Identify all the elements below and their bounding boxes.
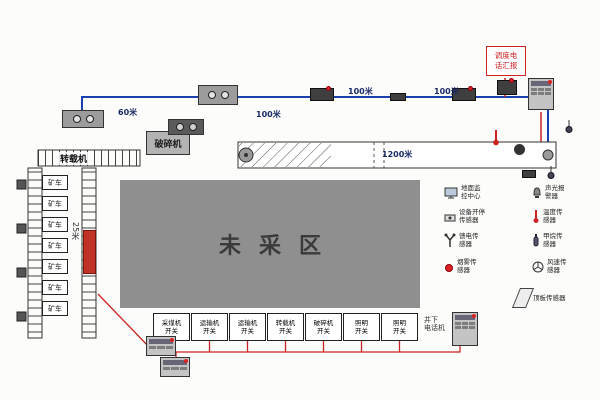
- legend-temperature: 温度传 感器: [532, 208, 563, 228]
- pulley-icon: [72, 115, 81, 123]
- fan-icon: [532, 258, 544, 277]
- hanging-sensor-icon: [546, 166, 556, 186]
- switch-box-transfer: 转载机 开关: [267, 313, 304, 341]
- power-control-panel: [146, 336, 176, 356]
- power-indicator-icon: [170, 338, 174, 342]
- panel-keypad: [455, 322, 475, 329]
- panel-screen: [163, 360, 187, 365]
- power-indicator-icon: [548, 80, 552, 84]
- legend-methane: 甲烷传 感器: [532, 232, 563, 251]
- legend-label: 馈电传 感器: [459, 232, 479, 249]
- pulley-icon: [85, 115, 94, 123]
- thermometer-icon: [532, 208, 540, 228]
- monitoring-substation-panel: [528, 78, 554, 110]
- power-indicator-icon: [472, 314, 476, 318]
- belt-length-label: 1200米: [382, 150, 413, 159]
- monitoring-substation-panel: [452, 312, 478, 346]
- switch-box-lighting-1: 照明 开关: [343, 313, 380, 341]
- power-control-panel: [160, 357, 190, 377]
- mine-car-box: 矿车: [42, 259, 68, 274]
- alarm-bell-icon: [532, 184, 542, 203]
- switch-box-lighting-2: 照明 开关: [381, 313, 418, 341]
- legend-label: 地面监 控中心: [461, 184, 481, 201]
- switch-box-crusher: 破碎机 开关: [305, 313, 342, 341]
- winch-section: [83, 230, 96, 274]
- legend-label: 设备开停 传感器: [459, 208, 485, 225]
- legend-label: 顶板传感器: [533, 294, 566, 302]
- parallelogram-icon: [511, 288, 535, 308]
- legend-alarm: 声光报 警器: [532, 184, 565, 203]
- line-repeater-device: [452, 86, 476, 101]
- panel-screen: [149, 339, 173, 344]
- cable-coupler-device: [390, 93, 406, 101]
- unmined-area: 未采区: [120, 180, 420, 308]
- unmined-area-label: 未采区: [218, 234, 339, 259]
- wind-sensor-icon: [514, 144, 525, 155]
- power-indicator-icon: [326, 86, 331, 91]
- distance-label: 100米: [434, 87, 459, 96]
- transfer-drive-unit: [62, 110, 104, 128]
- pulley-icon: [220, 91, 229, 99]
- methane-bottle-icon: [532, 232, 540, 251]
- mine-car-box: 矿车: [42, 217, 68, 232]
- legend-label: 声光报 警器: [545, 184, 565, 201]
- panel-keypad: [163, 367, 187, 370]
- panel-screen: [455, 315, 475, 320]
- switch-box-conveyor-1: 运输机 开关: [191, 313, 228, 341]
- legend-onoff-sensor: 设备开停 传感器: [444, 208, 485, 227]
- power-indicator-icon: [468, 86, 473, 91]
- crusher-box: 破碎机: [146, 131, 190, 155]
- distance-label: 100米: [256, 110, 281, 119]
- crusher-drive-unit: [168, 119, 204, 135]
- device-onoff-icon: [444, 208, 456, 227]
- distance-label: 100米: [348, 87, 373, 96]
- telephone-device: [497, 78, 517, 95]
- panel-screen: [531, 81, 551, 86]
- mine-car-box: 矿车: [42, 280, 68, 295]
- legend-wind: 风速传 感器: [532, 258, 567, 277]
- legend-feed-sensor: 馈电传 感器: [444, 232, 479, 251]
- legend-smoke: 烟雾传 感器: [444, 258, 477, 277]
- incline-length-label: 25米: [71, 222, 80, 241]
- y-sensor-icon: [444, 232, 456, 251]
- legend-label: 温度传 感器: [543, 208, 563, 225]
- smoke-sensor-icon: [444, 258, 454, 277]
- legend-label: 烟雾传 感器: [457, 258, 477, 275]
- legend-label: 甲烷传 感器: [543, 232, 563, 249]
- pulley-icon: [175, 123, 184, 131]
- mine-car-box: 矿车: [42, 238, 68, 253]
- thermometer-icon: [492, 128, 500, 150]
- mine-car-box: 矿车: [42, 175, 68, 190]
- distance-label: 60米: [118, 108, 138, 117]
- panel-keypad: [149, 346, 173, 349]
- underground-phone-label: 井下 电话机: [424, 316, 445, 333]
- trackside-device: [522, 170, 536, 178]
- transfer-conveyor-label: 转载机: [58, 152, 90, 165]
- power-indicator-icon: [184, 359, 188, 363]
- dispatch-phone-note: 调度电 话汇报: [486, 46, 526, 76]
- pulley-icon: [207, 91, 216, 99]
- hanging-sensor-icon: [564, 120, 574, 140]
- pulley-icon: [188, 123, 197, 131]
- switch-box-conveyor-2: 运输机 开关: [229, 313, 266, 341]
- panel-keypad: [531, 88, 551, 95]
- monitor-icon: [444, 184, 458, 203]
- belt-drive-unit: [198, 85, 238, 105]
- legend-surface-center: 地面监 控中心: [444, 184, 481, 203]
- mine-car-box: 矿车: [42, 196, 68, 211]
- legend-roof-sensor: 顶板传感器: [511, 288, 566, 308]
- line-repeater-device: [310, 86, 334, 101]
- power-indicator-icon: [509, 78, 514, 83]
- mine-car-box: 矿车: [42, 301, 68, 316]
- legend-label: 风速传 感器: [547, 258, 567, 275]
